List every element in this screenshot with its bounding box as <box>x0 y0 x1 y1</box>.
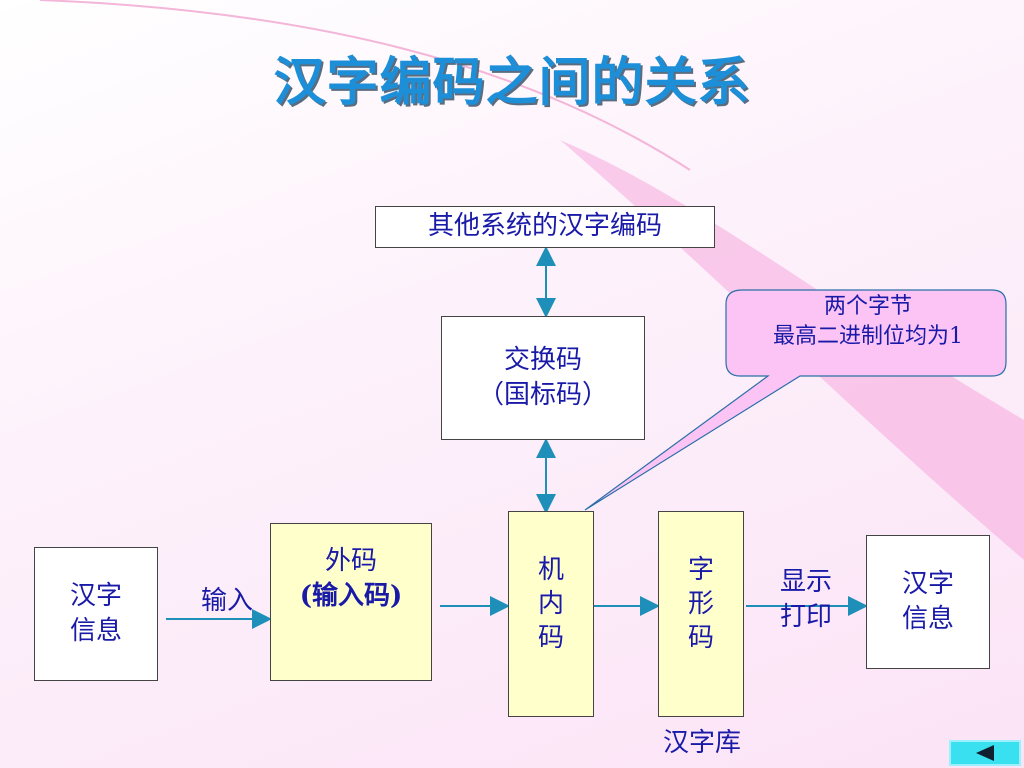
external-code-box: 外码 (输入码) <box>270 523 432 681</box>
glyph-code-box: 字 形 码 <box>658 511 744 717</box>
internal-code-char2: 内 <box>537 588 564 619</box>
previous-slide-button[interactable] <box>949 740 1021 766</box>
internal-code-box: 机 内 码 <box>508 511 594 717</box>
source-info-line2: 信息 <box>69 616 122 646</box>
external-code-line1: 外码 <box>324 546 377 576</box>
display-label-line1: 显示 <box>779 567 832 597</box>
callout-line1: 两个字节 <box>823 294 912 319</box>
exchange-code-line2: （国标码） <box>477 380 608 410</box>
display-label-line2: 打印 <box>779 602 832 633</box>
glyph-code-char1: 字 <box>687 555 714 585</box>
target-info-line1: 汉字 <box>901 568 954 599</box>
left-triangle-icon <box>976 745 994 761</box>
other-systems-box: 其他系统的汉字编码 <box>375 206 715 248</box>
font-library-label: 汉字库 <box>662 728 741 758</box>
exchange-code-box: 交换码 （国标码） <box>441 316 645 440</box>
callout-text: 两个字节 最高二进制位均为1 <box>728 292 1008 351</box>
source-info-box: 汉字 信息 <box>34 547 158 681</box>
glyph-code-char2: 形 <box>687 588 714 619</box>
callout-bubble <box>584 289 1007 511</box>
other-systems-label: 其他系统的汉字编码 <box>427 211 662 242</box>
target-info-line2: 信息 <box>901 604 954 634</box>
glyph-code-char3: 码 <box>687 622 714 653</box>
display-label: 显示 打印 <box>766 565 846 635</box>
internal-code-char3: 码 <box>537 622 564 653</box>
internal-code-char1: 机 <box>537 555 564 585</box>
source-info-line1: 汉字 <box>69 580 122 611</box>
external-code-line2: (输入码) <box>299 581 403 612</box>
input-label: 输入 <box>200 586 253 616</box>
exchange-code-line1: 交换码 <box>503 344 582 375</box>
target-info-box: 汉字 信息 <box>866 535 990 669</box>
callout-line2: 最高二进制位均为1 <box>773 323 963 349</box>
slide-title: 汉字编码之间的关系 <box>273 52 751 113</box>
